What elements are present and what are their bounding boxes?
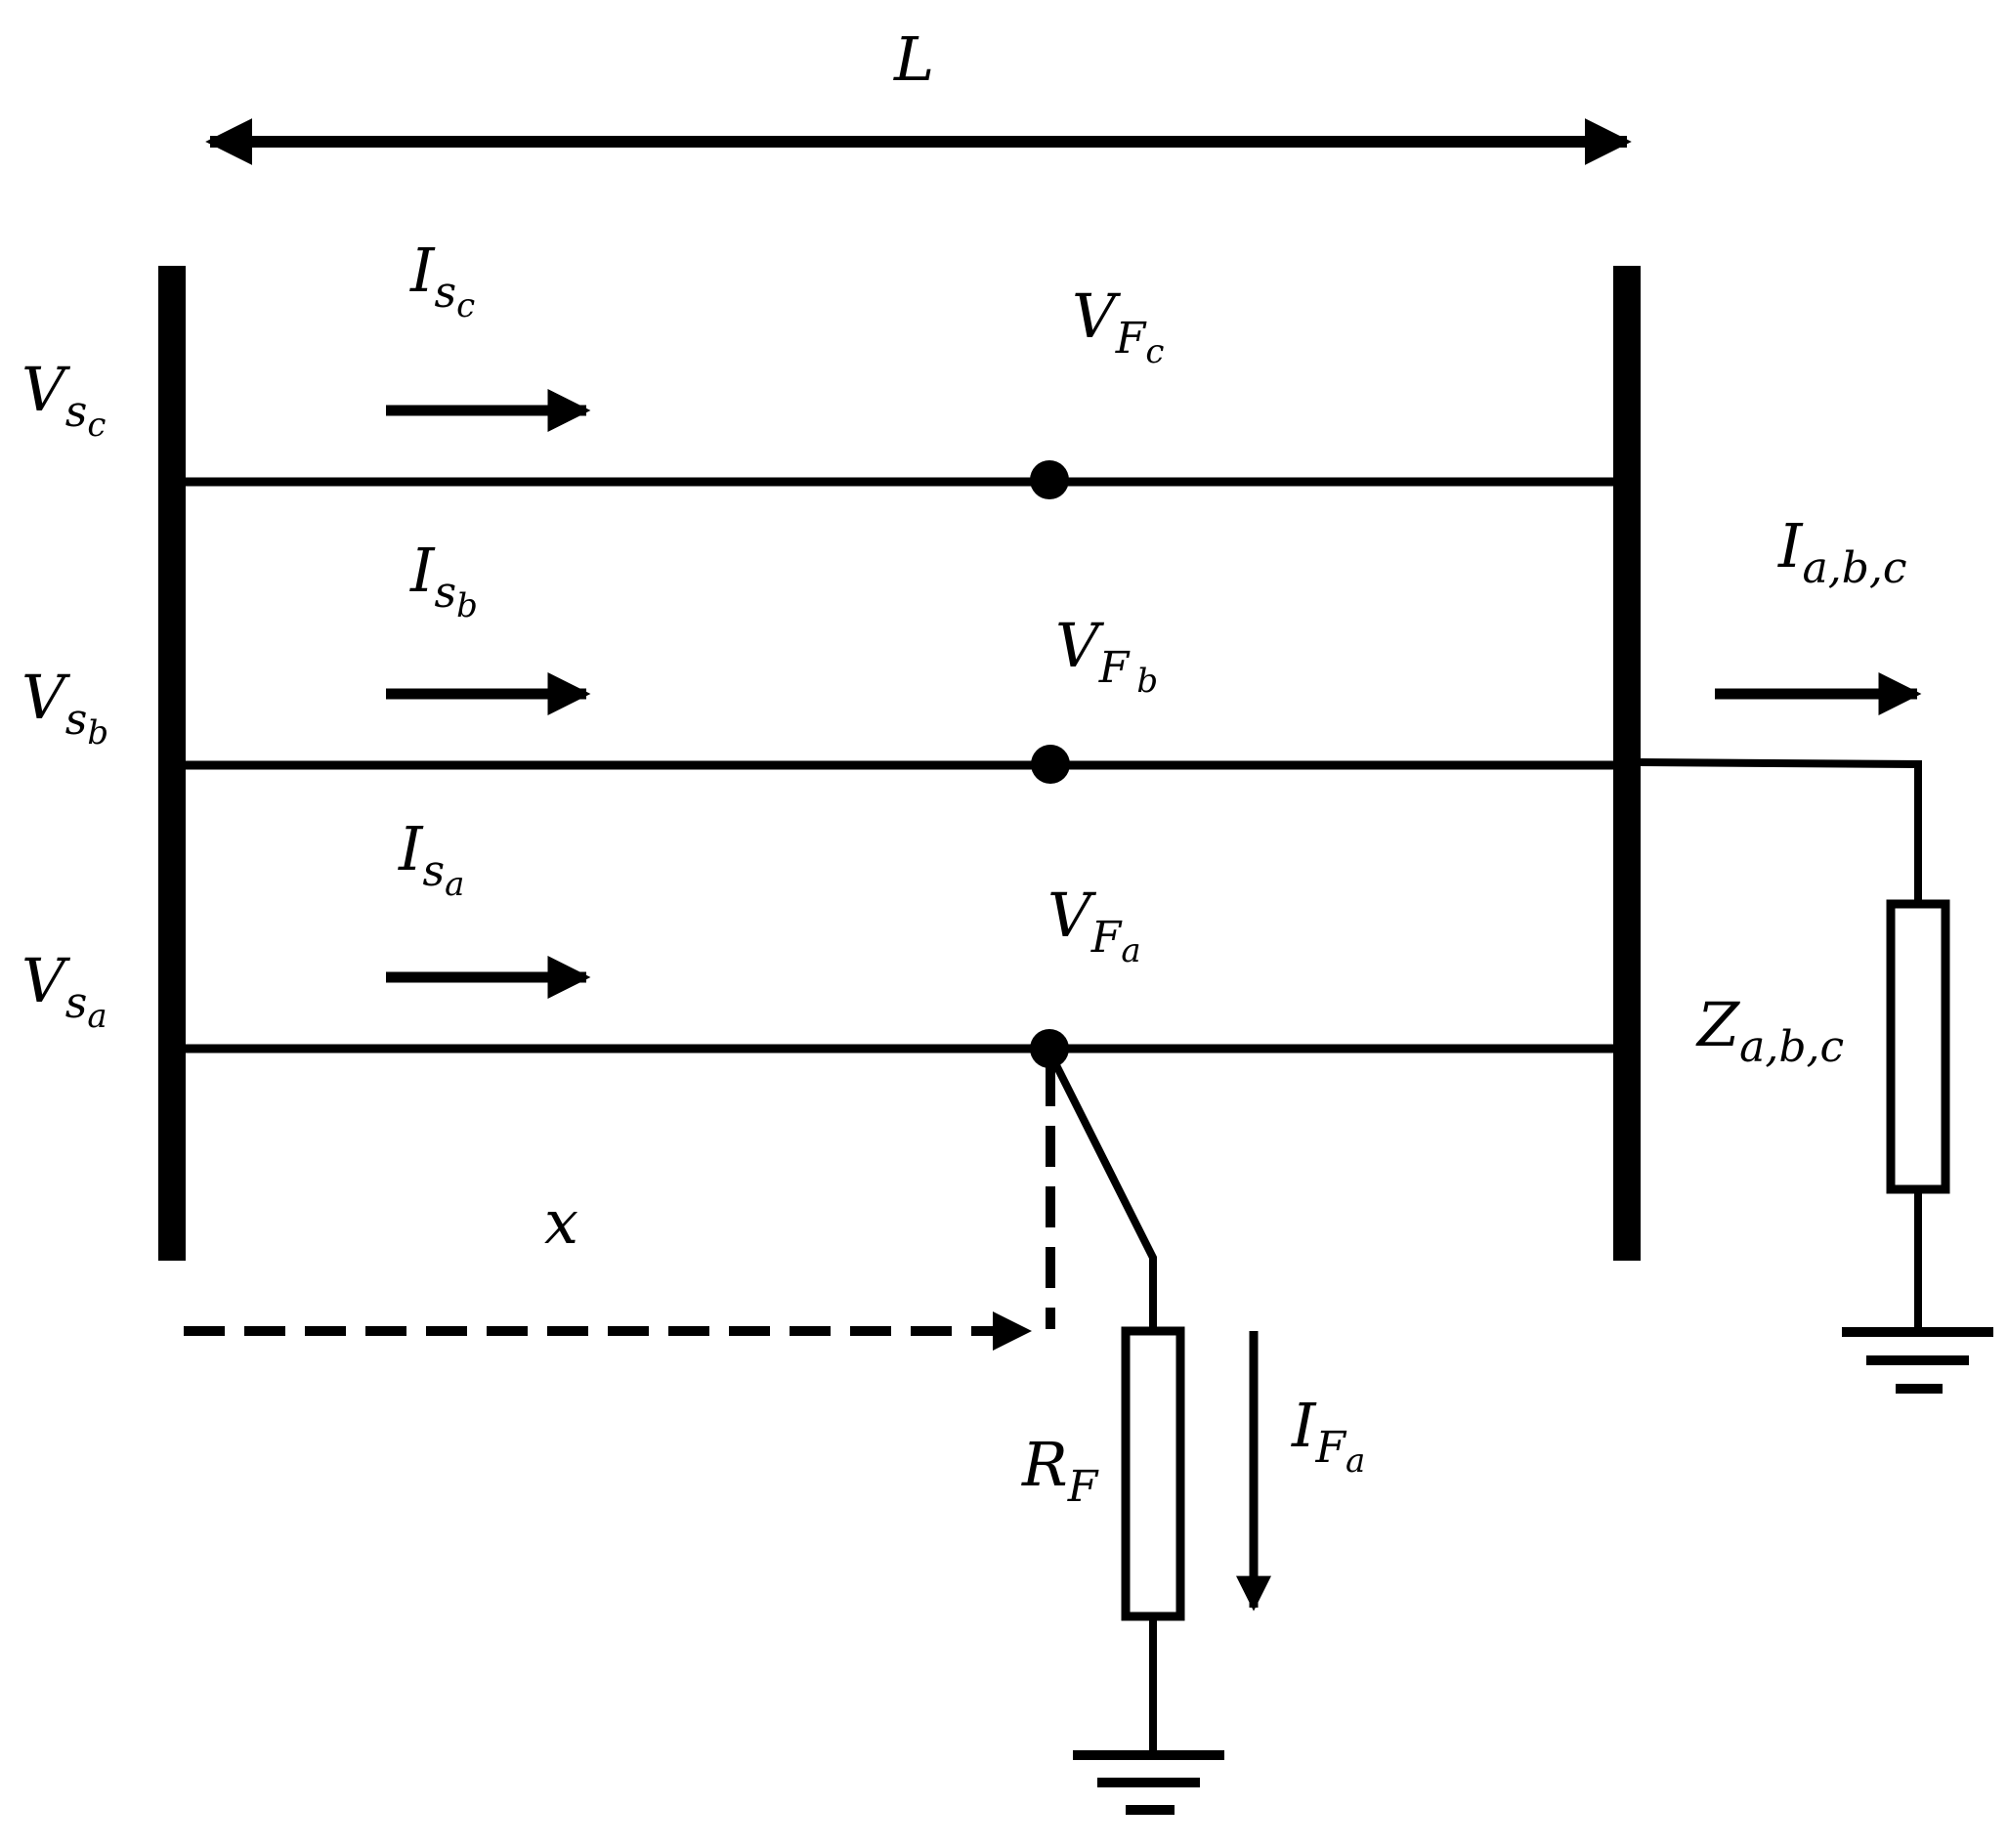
fault-resistor <box>1121 1326 1185 1621</box>
fault-branch <box>1047 1052 1271 1815</box>
source-voltage-c-label: Vsc <box>21 354 106 445</box>
source-current-a-label: Isa <box>398 813 464 904</box>
fault-current-label: IFa <box>1291 1390 1365 1481</box>
fault-node-a <box>1030 1029 1069 1068</box>
fault-node-c <box>1030 460 1069 499</box>
load-ground-icon <box>1842 1327 1993 1394</box>
source-bus-bar <box>158 266 186 1261</box>
load-branch <box>1640 672 1993 1394</box>
fault-distance-label: x <box>544 1186 578 1258</box>
load-impedance-label: Za,b,c <box>1695 989 1844 1072</box>
source-voltage-b-label: Vsb <box>21 662 108 752</box>
source-current-c-label: Isc <box>409 235 475 325</box>
fault-ground-icon <box>1073 1750 1224 1815</box>
fault-voltage-c-label: VFc <box>1072 280 1164 371</box>
source-current-b-label: Isb <box>409 535 478 625</box>
fault-resistance-label: RF <box>1021 1429 1099 1512</box>
load-bus-bar <box>1613 266 1641 1261</box>
fault-voltage-a-label: VFa <box>1047 880 1141 970</box>
load-current-label: Ia,b,c <box>1777 510 1907 593</box>
fault-node-b <box>1031 745 1070 784</box>
load-impedance <box>1886 899 1950 1194</box>
length-label: L <box>893 23 934 95</box>
source-voltage-a-label: Vsa <box>21 945 107 1036</box>
